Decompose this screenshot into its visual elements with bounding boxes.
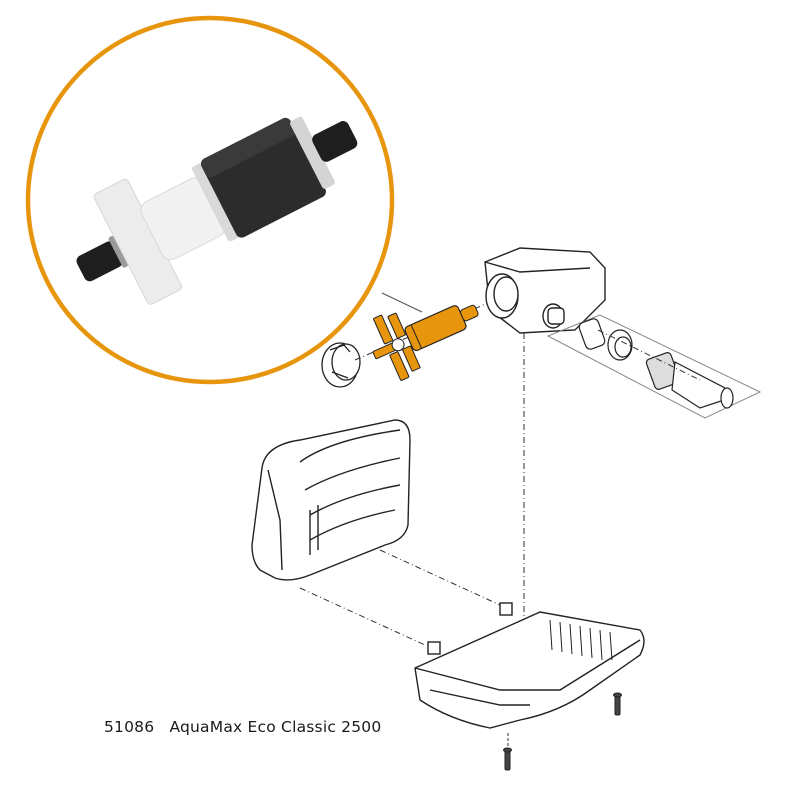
impeller-highlighted (372, 304, 479, 381)
part-number: 51086 (104, 718, 155, 736)
impeller-cover (321, 342, 361, 388)
leader-line (381, 292, 423, 313)
impeller-photo-callout (25, 15, 395, 385)
screws (503, 692, 622, 771)
hose-connector-set (546, 314, 762, 419)
pump-housing (484, 247, 606, 334)
product-caption: 51086 AquaMax Eco Classic 2500 (104, 718, 381, 736)
product-name: AquaMax Eco Classic 2500 (169, 718, 382, 736)
impeller-photo (76, 116, 358, 305)
upper-shell (251, 419, 411, 581)
lower-shell (414, 602, 645, 729)
